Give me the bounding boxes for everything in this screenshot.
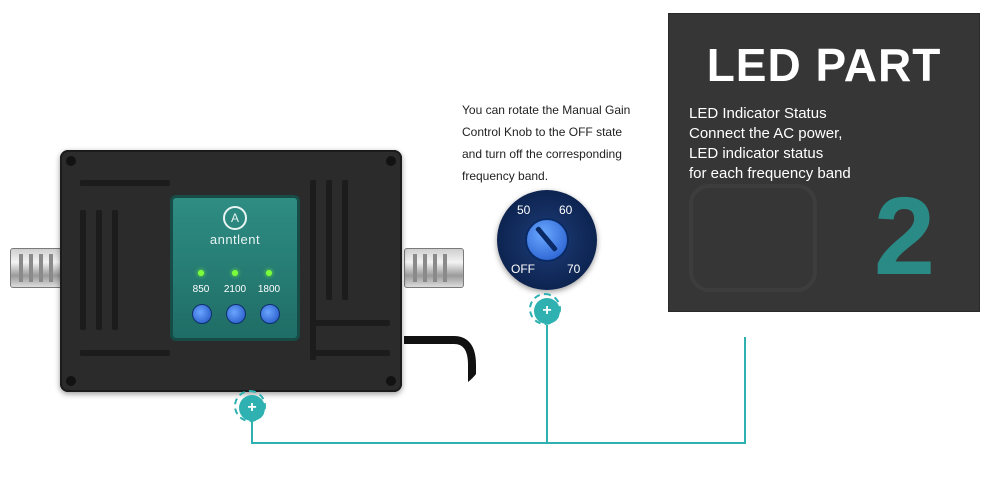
connector-line	[251, 442, 746, 444]
led-part-panel: LED PART LED Indicator Status Connect th…	[668, 13, 980, 312]
housing-rib	[326, 180, 332, 300]
housing-rib	[80, 350, 170, 356]
housing-rib	[310, 320, 390, 326]
callout-line: and turn off the corresponding	[462, 147, 622, 161]
right-antenna-connector	[404, 248, 464, 288]
section-number: 2	[873, 175, 935, 298]
knob-label-70: 70	[567, 262, 581, 276]
device-housing: A anntlent 850 2100 1800	[60, 150, 402, 392]
hotspot-marker-device[interactable]: +	[234, 390, 266, 422]
led-indicator-2100	[232, 270, 238, 276]
panel-title: LED PART	[706, 39, 942, 91]
connector-line	[251, 420, 253, 444]
callout-line: frequency band.	[462, 169, 549, 183]
power-cable	[404, 336, 476, 390]
panel-description: LED Indicator Status Connect the AC powe…	[689, 104, 959, 184]
connector-line	[744, 337, 746, 444]
gain-knob-closeup: 50 60 OFF 70	[497, 190, 597, 290]
knob-label-60: 60	[559, 203, 573, 217]
knob-label-off: OFF	[511, 262, 535, 276]
callout-line: You can rotate the Manual Gain	[462, 103, 631, 117]
screw	[386, 156, 396, 166]
callout-line: Control Knob to the OFF state	[462, 125, 623, 139]
gain-knob-1800[interactable]	[260, 304, 280, 324]
housing-rib	[342, 180, 348, 300]
control-panel: A anntlent 850 2100 1800	[170, 195, 300, 341]
led-indicator-850	[198, 270, 204, 276]
brand-name: anntlent	[209, 232, 261, 247]
band-label: 850	[192, 284, 210, 295]
panel-desc-line: LED indicator status	[689, 145, 824, 162]
signal-booster-device: A anntlent 850 2100 1800	[0, 140, 480, 410]
screw	[386, 376, 396, 386]
panel-desc-line: Connect the AC power,	[689, 125, 843, 142]
gain-knob-callout: You can rotate the Manual Gain Control K…	[462, 99, 662, 187]
knob-dial	[525, 218, 569, 262]
band-label: 1800	[257, 284, 281, 295]
housing-rib	[80, 180, 170, 186]
housing-rib	[112, 210, 118, 330]
panel-desc-line: LED Indicator Status	[689, 105, 827, 122]
knob-label-50: 50	[517, 203, 531, 217]
housing-rib	[310, 350, 390, 356]
hotspot-marker-knob[interactable]: +	[529, 293, 561, 325]
panel-desc-line: for each frequency band	[689, 165, 851, 182]
watermark-shape	[689, 184, 817, 292]
band-label: 2100	[223, 284, 247, 295]
connector-line	[546, 325, 548, 444]
marker-ring	[529, 293, 561, 325]
screw	[66, 376, 76, 386]
led-indicator-1800	[266, 270, 272, 276]
marker-ring	[234, 390, 266, 422]
housing-rib	[80, 210, 86, 330]
brand-logo-icon: A	[223, 206, 247, 230]
housing-rib	[96, 210, 102, 330]
housing-rib	[310, 180, 316, 360]
gain-knob-850[interactable]	[192, 304, 212, 324]
gain-knob-2100[interactable]	[226, 304, 246, 324]
screw	[66, 156, 76, 166]
